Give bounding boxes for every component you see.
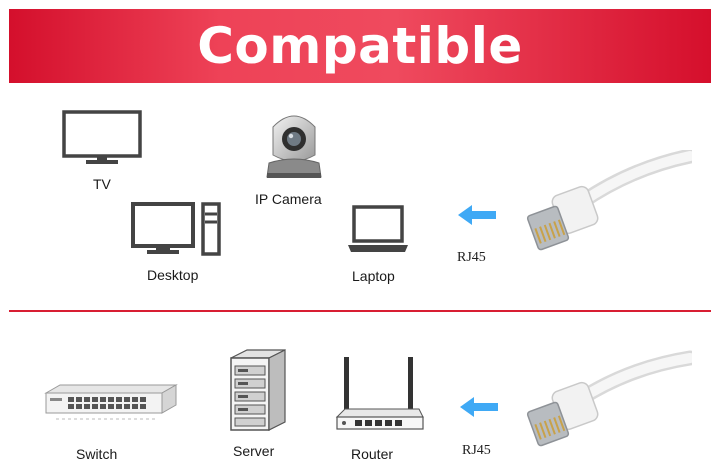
arrow-left-icon [460, 397, 498, 417]
tv-label: TV [93, 176, 111, 192]
section-divider [9, 310, 711, 312]
network-switch-icon [44, 384, 178, 420]
rj45-label-bottom: RJ45 [462, 443, 491, 458]
tv-icon [62, 110, 142, 164]
desktop-icon [131, 202, 221, 256]
server-label: Server [233, 443, 275, 459]
compatible-banner: Compatible [9, 9, 711, 83]
server-rack-icon [230, 349, 286, 431]
router-label: Router [351, 446, 394, 462]
rj45-cable-icon [526, 350, 692, 447]
rj45-label-top: RJ45 [457, 250, 486, 265]
banner-title: Compatible [197, 17, 523, 75]
rj45-cable-icon [526, 150, 692, 251]
ip-camera-icon [266, 115, 322, 178]
laptop-icon [348, 205, 408, 252]
ip-camera-label: IP Camera [255, 191, 322, 207]
router-icon [335, 357, 424, 430]
switch-label: Switch [76, 446, 118, 462]
arrow-left-icon [458, 205, 496, 225]
laptop-label: Laptop [352, 268, 395, 284]
desktop-label: Desktop [147, 267, 199, 283]
